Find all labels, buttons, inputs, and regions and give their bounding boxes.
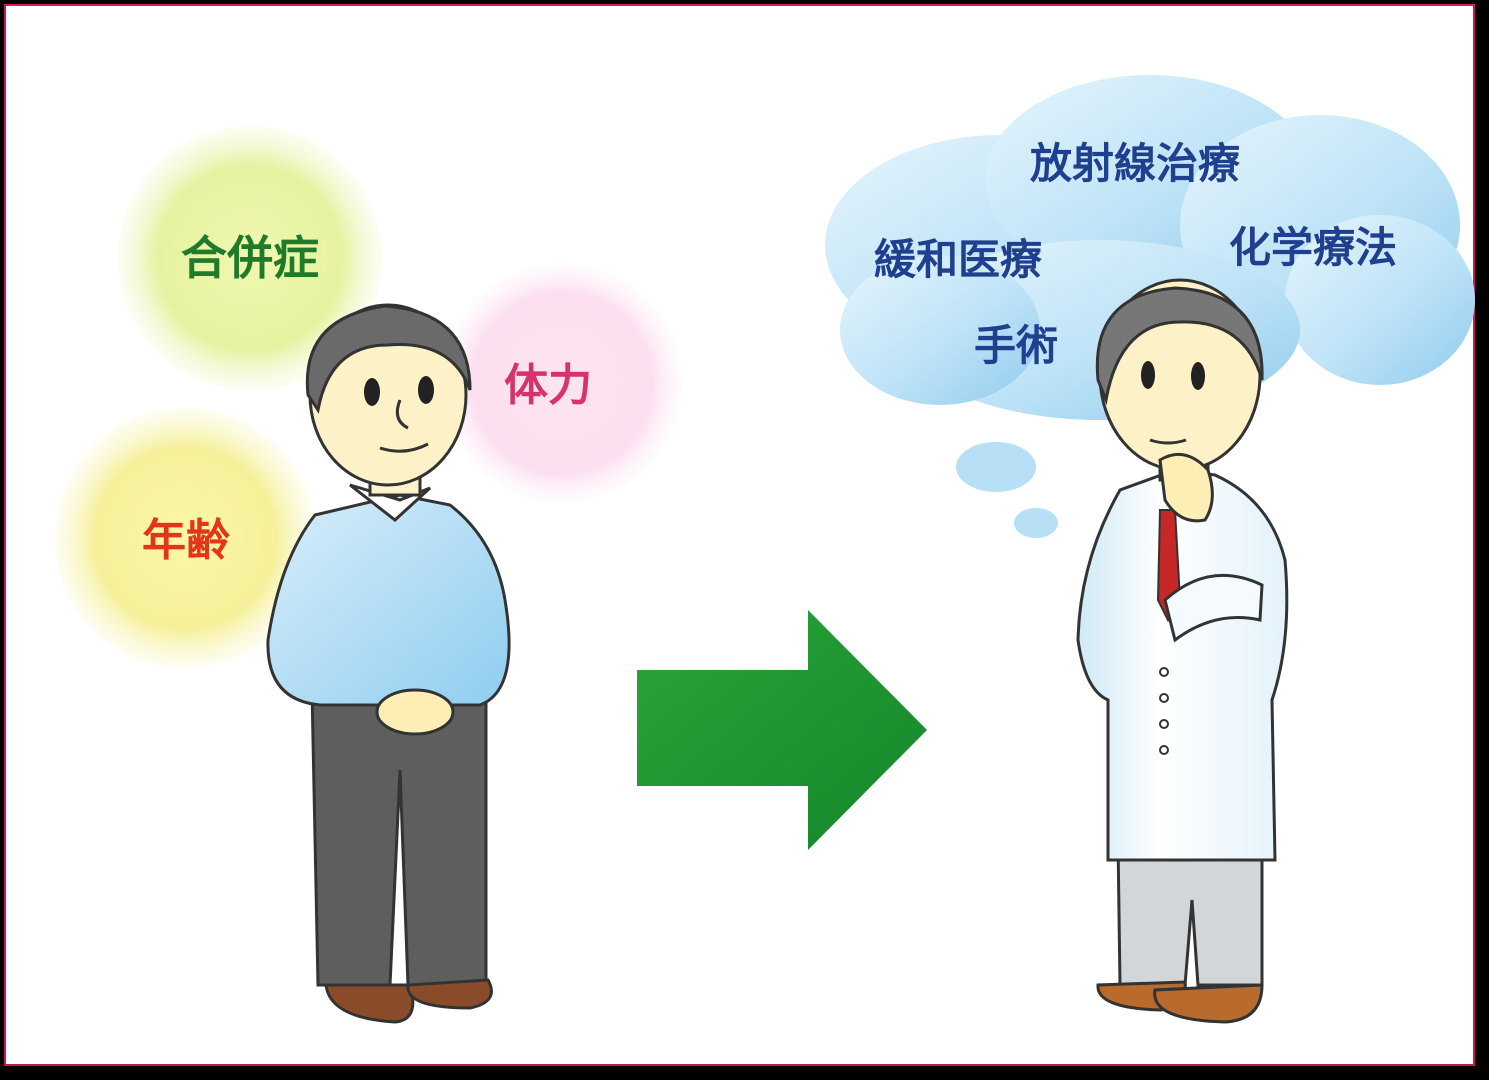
comorbidity-label: 合併症 (181, 231, 319, 285)
doctor-figure (1076, 278, 1289, 1024)
treatment-chemotherapy: 化学療法 (1229, 223, 1397, 272)
age-label: 年齢 (142, 515, 230, 566)
treatment-radiation: 放射線治療 (1030, 139, 1240, 188)
comorbidity-bubble (118, 126, 382, 390)
right-arrow-icon (637, 610, 927, 850)
strength-bubble (442, 263, 682, 503)
patient-figure (266, 303, 511, 1024)
age-bubble (55, 408, 315, 668)
strength-label: 体力 (504, 360, 592, 411)
treatment-palliative: 緩和医療 (874, 235, 1042, 284)
treatment-surgery: 手術 (974, 321, 1058, 370)
